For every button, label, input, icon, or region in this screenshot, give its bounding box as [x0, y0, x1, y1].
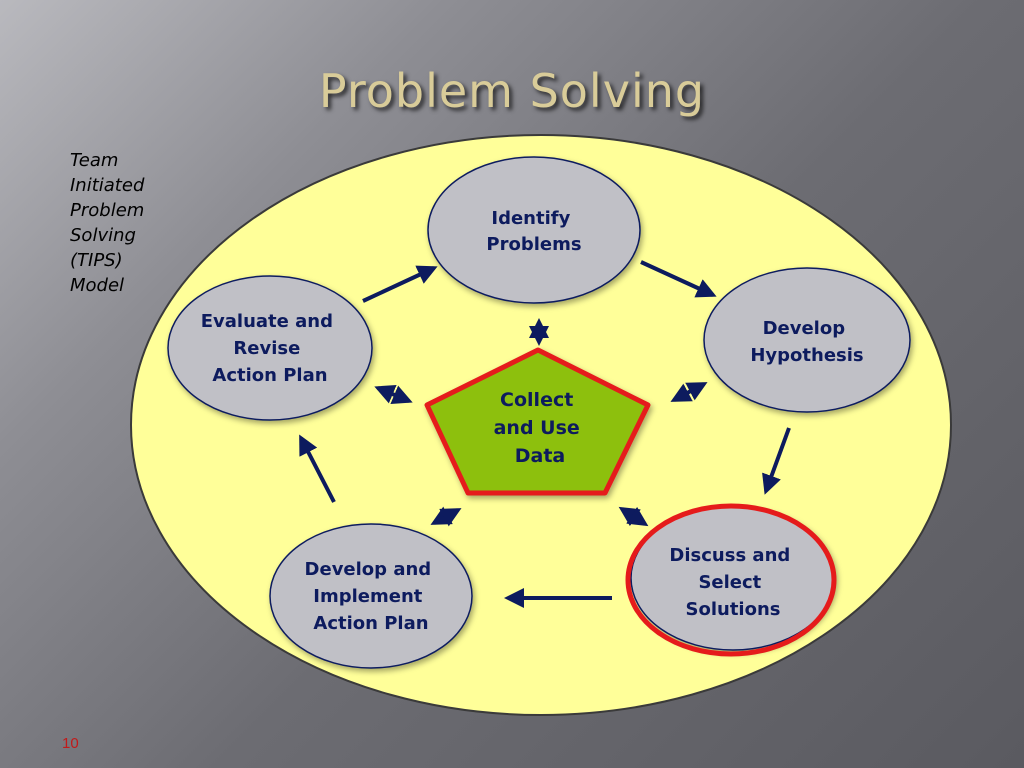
node-develop-hypothesis-label: Develop Hypothesis [750, 318, 863, 366]
link-implement-center [430, 506, 462, 527]
node-evaluate-revise-action-plan-label: Evaluate and Revise Action Plan [201, 311, 340, 386]
node-develop-implement-action-plan-label: Develop and Implement Action Plan [305, 559, 438, 634]
arrow-evaluate-to-identify [362, 265, 438, 303]
arrow-identify-to-hypothesis [640, 260, 717, 298]
tips-model-note: Team Initiated Problem Solving (TIPS) Mo… [70, 150, 145, 296]
node-develop-implement-action-plan: Develop and Implement Action Plan [269, 523, 473, 669]
page-number: 10 [62, 735, 79, 752]
center-collect-use-data: Collect and Use Data [424, 347, 651, 496]
link-evaluate-center [374, 384, 413, 405]
link-discuss-center [618, 506, 649, 527]
node-develop-hypothesis: Develop Hypothesis [703, 267, 911, 413]
arrow-hypothesis-to-discuss [762, 427, 791, 495]
link-hypothesis-center [670, 382, 708, 402]
highlight-ring [625, 503, 837, 657]
node-evaluate-revise-action-plan: Evaluate and Revise Action Plan [167, 275, 373, 421]
data-link-arrows [374, 318, 708, 527]
node-identify-problems: Identify Problems [427, 156, 641, 304]
slide-title: Problem Solving [318, 64, 706, 118]
node-discuss-select-solutions: Discuss and Select Solutions [625, 503, 837, 657]
center-collect-use-data-label: Collect and Use Data [494, 389, 587, 467]
node-identify-problems-label: Identify Problems [486, 208, 581, 255]
cycle-arrows [299, 260, 791, 608]
arrow-implement-to-evaluate [299, 434, 336, 503]
node-discuss-select-solutions-label: Discuss and Select Solutions [669, 545, 796, 620]
